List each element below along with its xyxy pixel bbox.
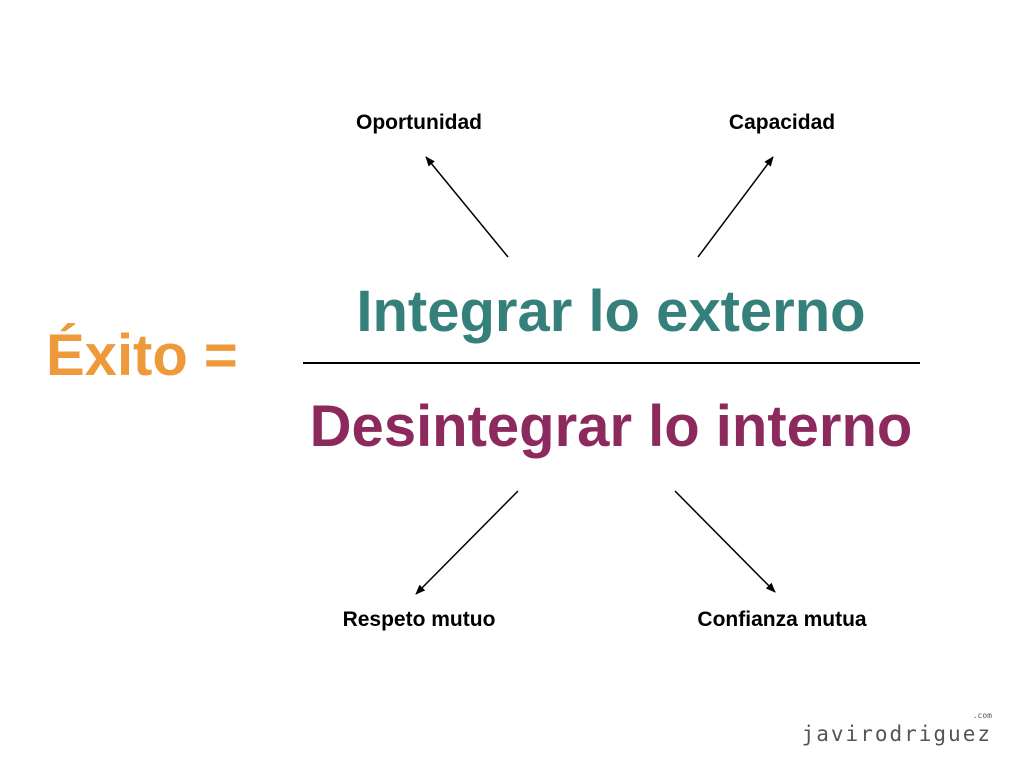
watermark-logo: javirodriguez .com — [801, 711, 992, 746]
watermark-text: javirodriguez — [801, 722, 992, 746]
fraction-bar — [303, 362, 920, 364]
arrow-to-confianza-mutua — [674, 490, 776, 593]
label-capacidad: Capacidad — [728, 111, 836, 134]
numerator-text: Integrar lo externo — [356, 279, 866, 344]
arrow-to-respeto-mutuo — [415, 490, 519, 595]
arrow-to-oportunidad — [425, 156, 509, 258]
exito-term: Éxito = — [46, 323, 238, 388]
denominator-text: Desintegrar lo interno — [309, 394, 913, 459]
label-respeto-mutuo: Respeto mutuo — [342, 608, 496, 631]
watermark-suffix: .com — [972, 711, 992, 720]
label-confianza-mutua: Confianza mutua — [697, 608, 867, 631]
label-oportunidad: Oportunidad — [356, 111, 482, 134]
arrow-to-capacidad — [697, 156, 774, 258]
